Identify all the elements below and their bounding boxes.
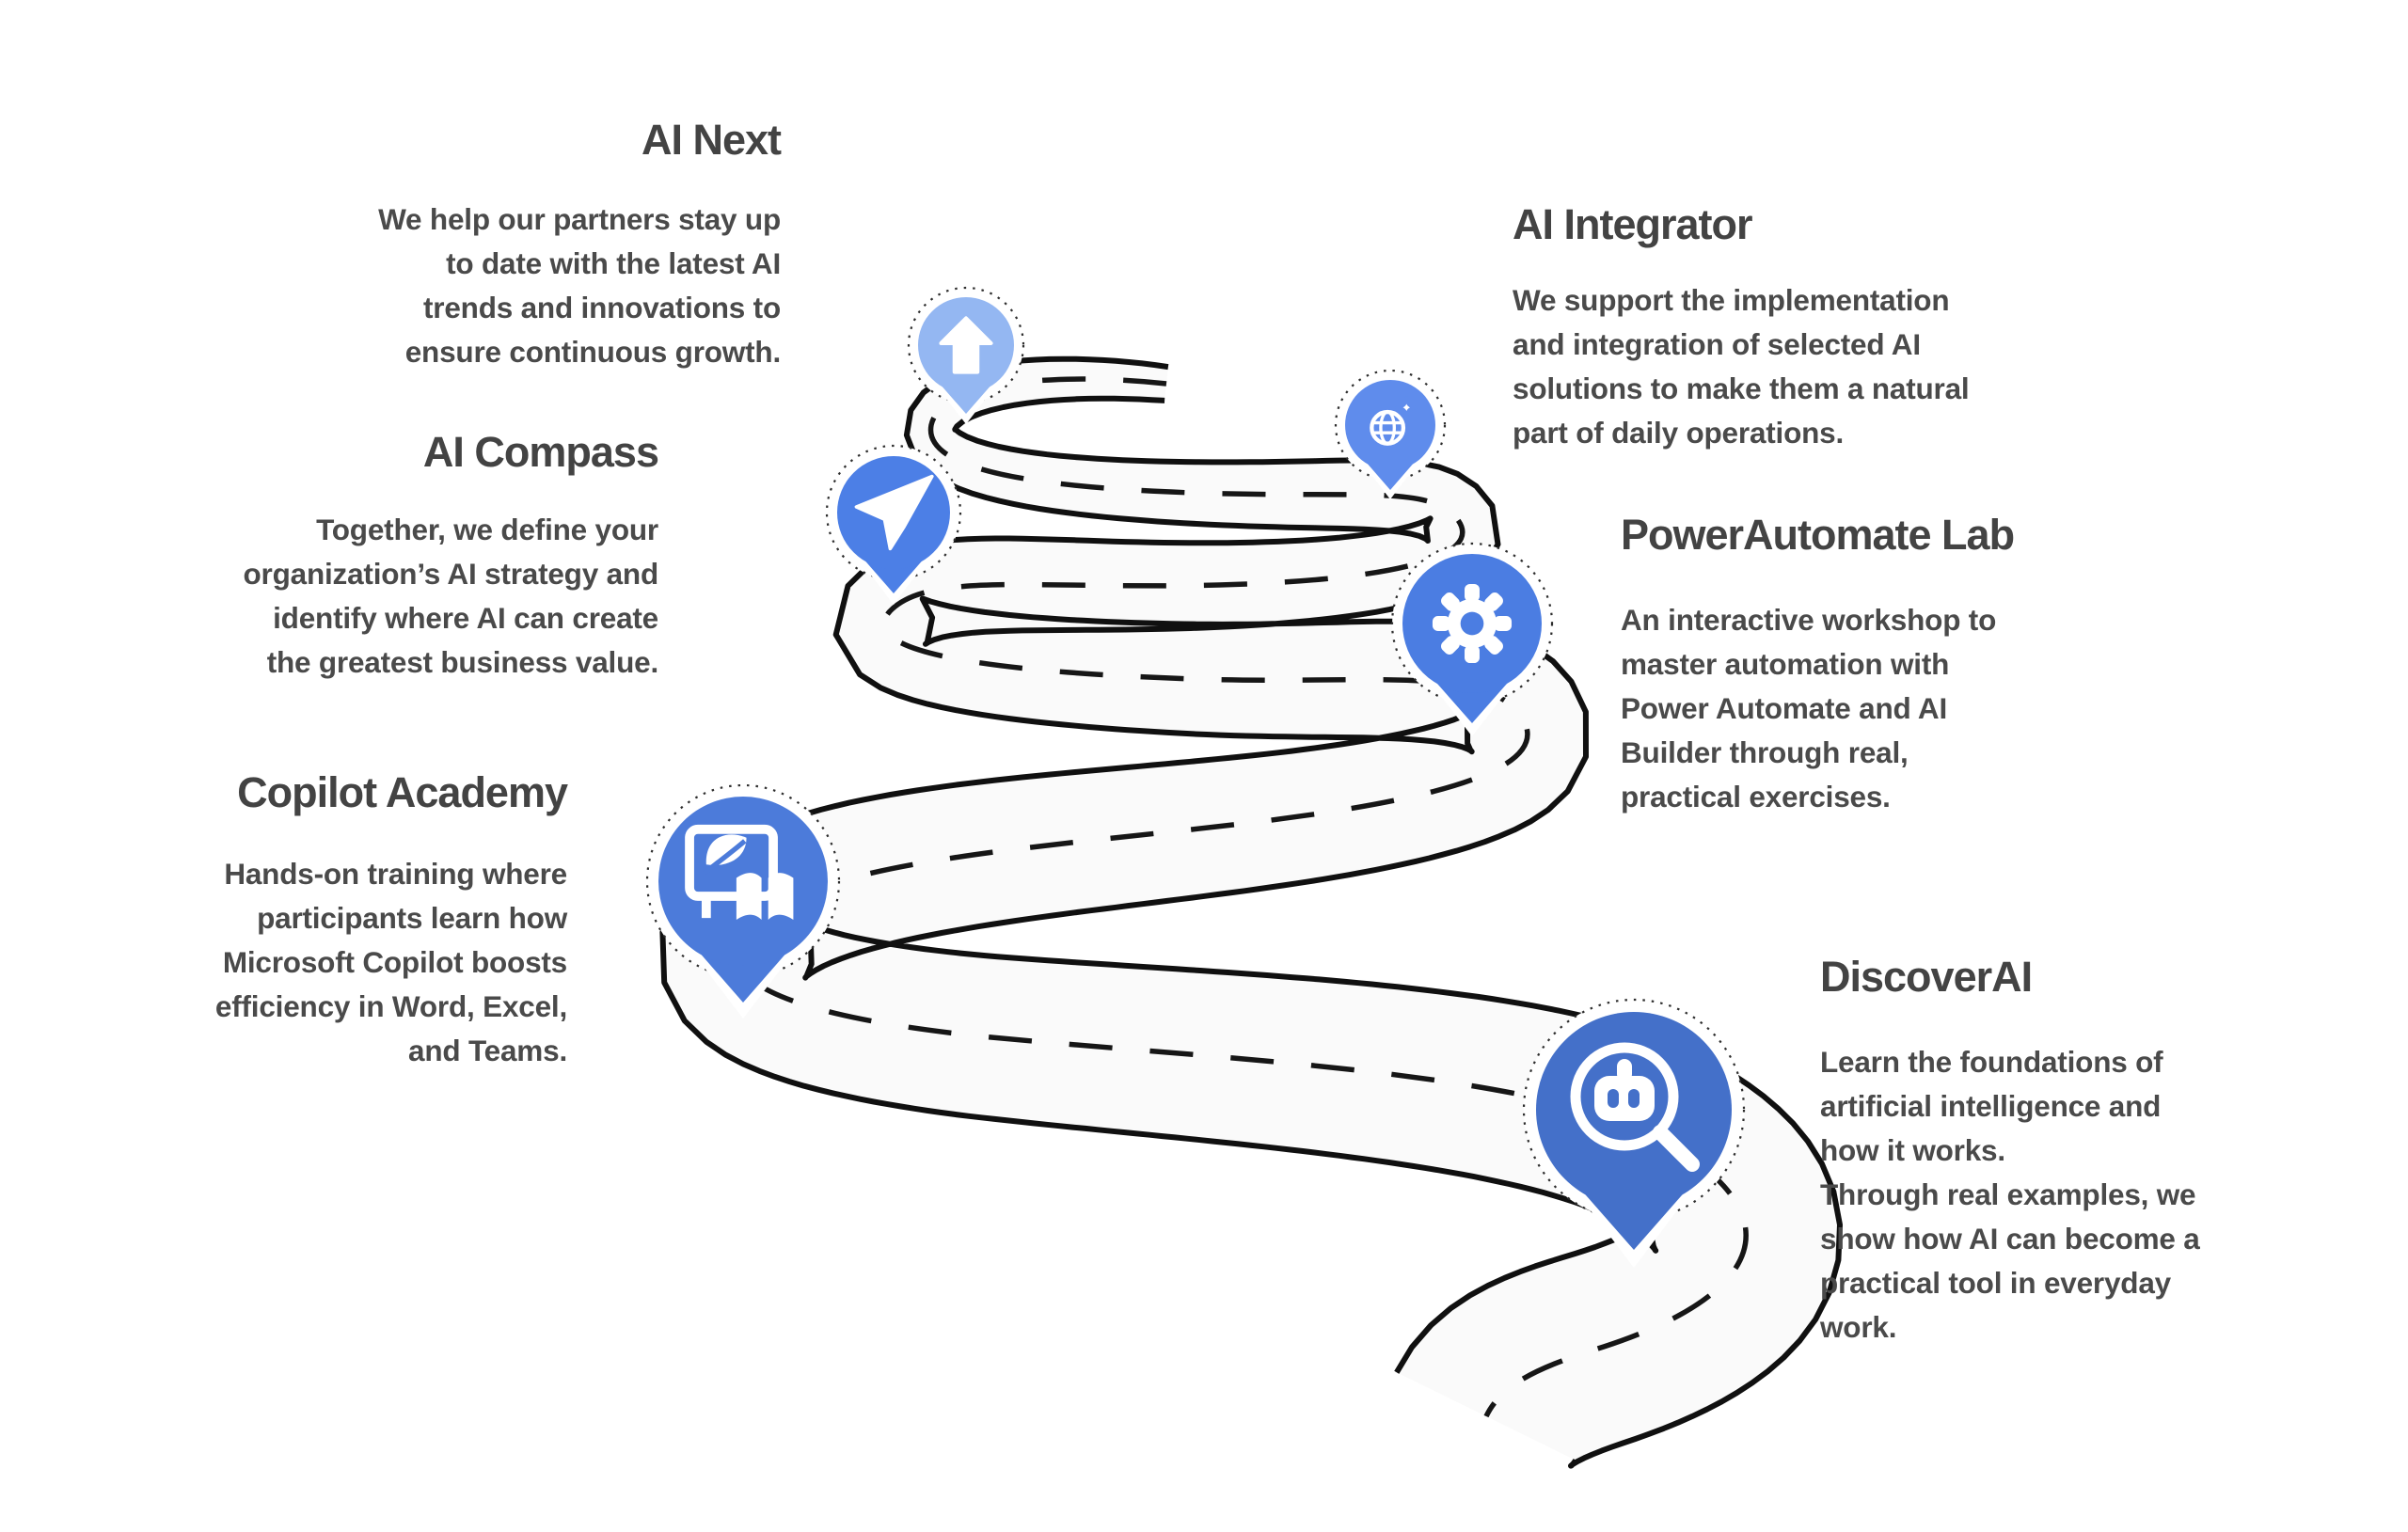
section-powerautomate-lab: PowerAutomate Lab An interactive worksho… xyxy=(1621,512,2223,819)
section-title: AI Compass xyxy=(422,428,659,476)
section-copilot-academy: Copilot Academy Hands-on training where … xyxy=(59,768,568,1073)
pin-ai-compass xyxy=(825,444,962,605)
globe-sparkle-icon xyxy=(1370,396,1418,446)
robot-head xyxy=(1594,1076,1655,1121)
pin-powerautomate-lab xyxy=(1390,542,1554,736)
robot-eye-left xyxy=(1608,1089,1619,1108)
magnifier-lens xyxy=(1570,1042,1679,1151)
section-description: We help our partners stay up to date wit… xyxy=(378,201,781,369)
section-description: We support the implementation and integr… xyxy=(1513,282,1970,450)
pin-copilot-academy xyxy=(645,783,841,1019)
section-description: Together, we define your organization’s … xyxy=(243,512,659,679)
arrow-up-icon xyxy=(939,316,993,374)
monitor-shape xyxy=(685,824,778,901)
section-description: Hands-on training where participants lea… xyxy=(214,856,567,1067)
section-title: AI Integrator xyxy=(1513,200,1753,248)
section-ai-compass: AI Compass Together, we define your orga… xyxy=(132,428,660,685)
open-book-shape xyxy=(736,873,794,920)
pin-ai-integrator xyxy=(1334,369,1447,499)
robot-eye-right xyxy=(1628,1089,1640,1108)
section-ai-next: AI Next We help our partners stay up to … xyxy=(254,116,782,374)
gear-icon xyxy=(1432,583,1513,664)
paper-plane-icon xyxy=(854,474,934,551)
pin-discover-ai xyxy=(1522,998,1746,1268)
section-title: PowerAutomate Lab xyxy=(1621,511,2015,559)
robot-magnifier-icon xyxy=(1570,1042,1700,1172)
sparkle-icon xyxy=(1395,396,1418,419)
section-description: Learn the foundations of artificial inte… xyxy=(1820,1044,2200,1344)
leaf-stem xyxy=(703,839,747,876)
monitor-leaf-book-icon xyxy=(685,824,794,920)
section-ai-integrator: AI Integrator We support the implementat… xyxy=(1513,201,2115,455)
pin-ai-next xyxy=(907,286,1025,424)
section-description: An interactive workshop to master automa… xyxy=(1621,602,1997,813)
section-title: Copilot Academy xyxy=(237,768,568,816)
section-title: DiscoverAI xyxy=(1820,953,2033,1001)
road-edge-left xyxy=(659,355,1659,1374)
section-discover-ai: DiscoverAI Learn the foundations of arti… xyxy=(1820,954,2408,1350)
magnifier-handle xyxy=(1653,1125,1700,1172)
leaf-shape xyxy=(705,834,747,865)
section-title: AI Next xyxy=(641,116,782,164)
